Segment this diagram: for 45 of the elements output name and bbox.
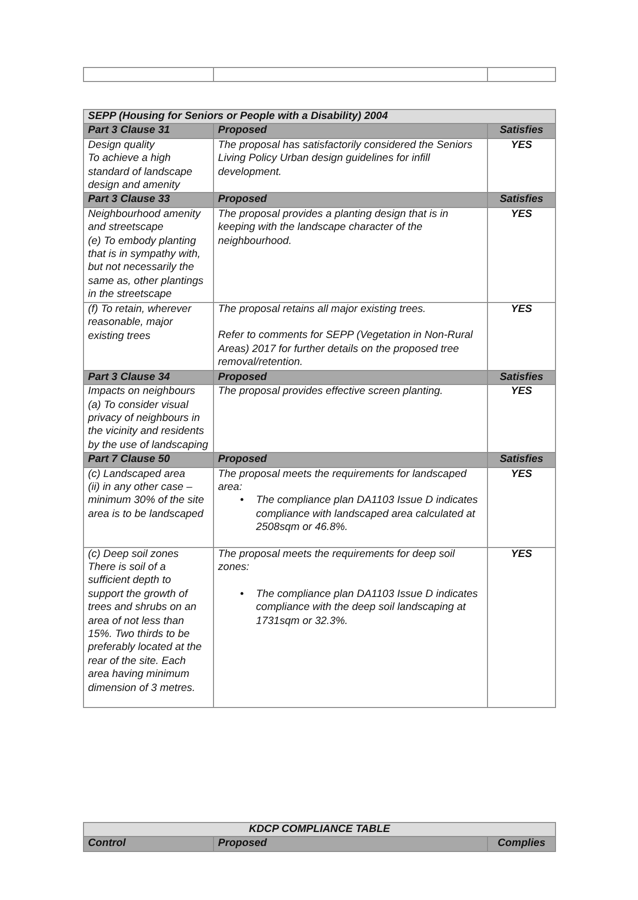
requirement-text: (c) Deep soil zones — [88, 548, 180, 561]
table-title: SEPP (Housing for Seniors or People with a Disability) 2004 — [84, 110, 556, 124]
compliance-status: YES — [510, 138, 534, 152]
column-header: Satisfies — [488, 124, 556, 138]
proposal-text: The proposal meets the requirements for deep soil zones: — [218, 548, 456, 574]
bullet-marker: • — [240, 494, 245, 508]
proposal-text: The proposal meets the requirements for landscaped area: — [218, 468, 468, 494]
column-header: Complies — [488, 836, 556, 852]
bullet-item: The compliance plan DA1103 Issue D indicates compliance with landscaped area calculated at 2508sqm or 46.8%. — [256, 494, 479, 535]
proposal-text: Refer to comments for SEPP (Vegetation in Non-Rural Areas) 2017 for further details on the proposed tree removal/retention. — [218, 329, 474, 370]
proposal-text: The proposal retains all major existing trees. — [218, 302, 427, 316]
column-header: Proposed — [214, 192, 488, 208]
requirement-text: (f) To retain, wherever reasonable, major existing trees — [88, 302, 192, 343]
requirement-text: Design quality — [88, 138, 156, 152]
compliance-status: YES — [510, 548, 534, 561]
compliance-status: YES — [510, 208, 534, 222]
column-header: Part 7 Clause 50 — [84, 452, 214, 468]
requirement-text: (a) To consider visual privacy of neighbours in the vicinity and residents by the use of landscaping — [88, 398, 209, 452]
requirement-text: There is soil of a sufficient depth to support the growth of trees and shrubs on an area of not less than 15%. Two thirds to be preferably located at the rear of the site. Each area having minimum dimension of 3 metres. — [88, 560, 203, 696]
bullet-marker: • — [240, 588, 245, 602]
table-title: KDCP COMPLIANCE TABLE — [84, 822, 556, 837]
column-header: Satisfies — [488, 452, 556, 468]
proposal-text: The proposal provides effective screen planting. — [218, 385, 444, 399]
column-header: Satisfies — [488, 370, 556, 385]
column-header: Satisfies — [488, 192, 556, 208]
column-header: Proposed — [214, 452, 488, 468]
requirement-text: (ii) in any other case – minimum 30% of the site area is to be landscaped — [88, 480, 205, 522]
column-header: Proposed — [214, 124, 488, 138]
column-header: Part 3 Clause 31 — [84, 124, 214, 138]
column-header: Proposed — [214, 836, 488, 852]
requirement-text: Neighbourhood amenity and streetscape — [88, 208, 202, 235]
proposal-text: The proposal provides a planting design that is in keeping with the landscape character of the neighbourhood. — [218, 208, 450, 248]
compliance-status: YES — [510, 385, 534, 399]
column-header: Proposed — [214, 370, 488, 385]
column-header: Control — [84, 836, 214, 852]
proposal-text: The proposal has satisfactorily considered the Seniors Living Policy Urban design guidelines for infill development. — [218, 138, 474, 180]
compliance-status: YES — [510, 468, 534, 481]
column-header: Part 3 Clause 34 — [84, 370, 214, 385]
requirement-text: (c) Landscaped area — [88, 468, 186, 481]
requirement-text: Impacts on neighbours — [88, 385, 196, 399]
compliance-status: YES — [510, 302, 534, 316]
requirement-text: (e) To embody planting that is in sympathy with, but not necessarily the same as, other plantings in the streetscape — [88, 234, 204, 302]
bullet-item: The compliance plan DA1103 Issue D indicates compliance with the deep soil landscaping at 1731sqm or 32.3%. — [256, 588, 479, 628]
column-header: Part 3 Clause 33 — [84, 192, 214, 208]
requirement-text: To achieve a high standard of landscape design and amenity — [88, 152, 194, 192]
